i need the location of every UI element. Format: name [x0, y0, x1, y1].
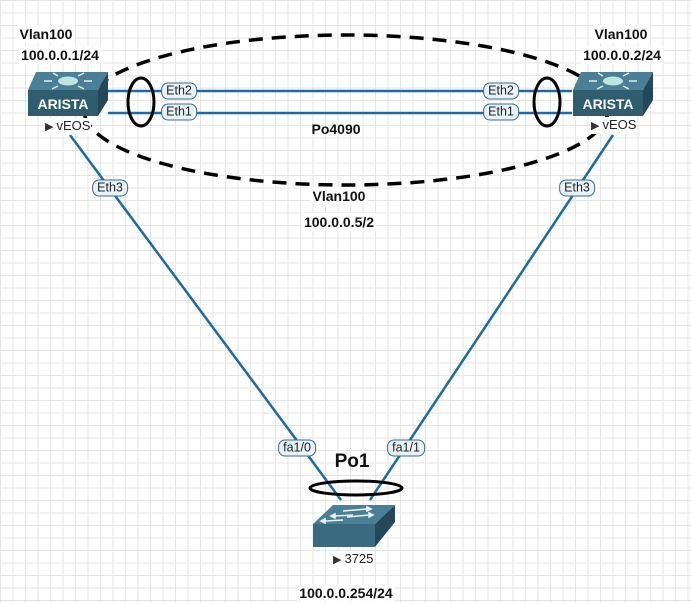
port-badge-sw1-eth1[interactable]: Eth1	[161, 103, 197, 121]
sw1-name[interactable]: ▶vEOS	[44, 118, 92, 135]
sw1-name-text: vEOS	[56, 118, 91, 133]
arista-switch-icon[interactable]: ARISTA	[28, 72, 108, 116]
sw2-name[interactable]: ▶vEOS	[590, 117, 638, 134]
port-badge-sw2-eth3[interactable]: Eth3	[559, 179, 595, 197]
port-badge-sw3-fa1-1[interactable]: fa1/1	[387, 439, 425, 457]
play-icon: ▶	[45, 121, 54, 133]
arista-switch-icon[interactable]: ARISTA	[573, 72, 653, 116]
bundle-ring-sw2	[532, 76, 562, 128]
sw2-ip-label: 100.0.0.2/24	[581, 46, 663, 64]
brand-label: ARISTA	[37, 96, 88, 112]
sw1-vlan-label: Vlan100	[17, 25, 75, 43]
port-badge-sw2-eth1[interactable]: Eth1	[483, 103, 519, 121]
sw1-ip-label: 100.0.0.1/24	[19, 46, 101, 64]
bundle-ring-po1	[308, 479, 404, 497]
sw2-vlan-label: Vlan100	[592, 25, 650, 43]
po1-label: Po1	[334, 451, 370, 472]
sw3-name[interactable]: ▶3725	[332, 551, 375, 568]
bundle-ring-sw1	[126, 76, 156, 128]
sw2-name-text: vEOS	[602, 117, 637, 132]
sw3-ip-label: 100.0.0.254/24	[297, 584, 395, 602]
port-badge-sw3-fa1-0[interactable]: fa1/0	[278, 439, 316, 457]
port-badge-sw2-eth2[interactable]: Eth2	[483, 82, 519, 100]
sw3-name-text: 3725	[344, 551, 374, 566]
port-badge-sw1-eth2[interactable]: Eth2	[161, 82, 197, 100]
brand-label: ARISTA	[582, 96, 633, 112]
l2-switch-icon[interactable]	[313, 505, 395, 547]
mlag-ip-label: 100.0.0.5/2	[301, 213, 377, 231]
peer-link-label: Po4090	[311, 121, 361, 137]
mlag-vlan-label: Vlan100	[310, 187, 368, 205]
play-icon: ▶	[333, 554, 342, 566]
play-icon: ▶	[591, 120, 600, 132]
port-badge-sw1-eth3[interactable]: Eth3	[92, 179, 128, 197]
